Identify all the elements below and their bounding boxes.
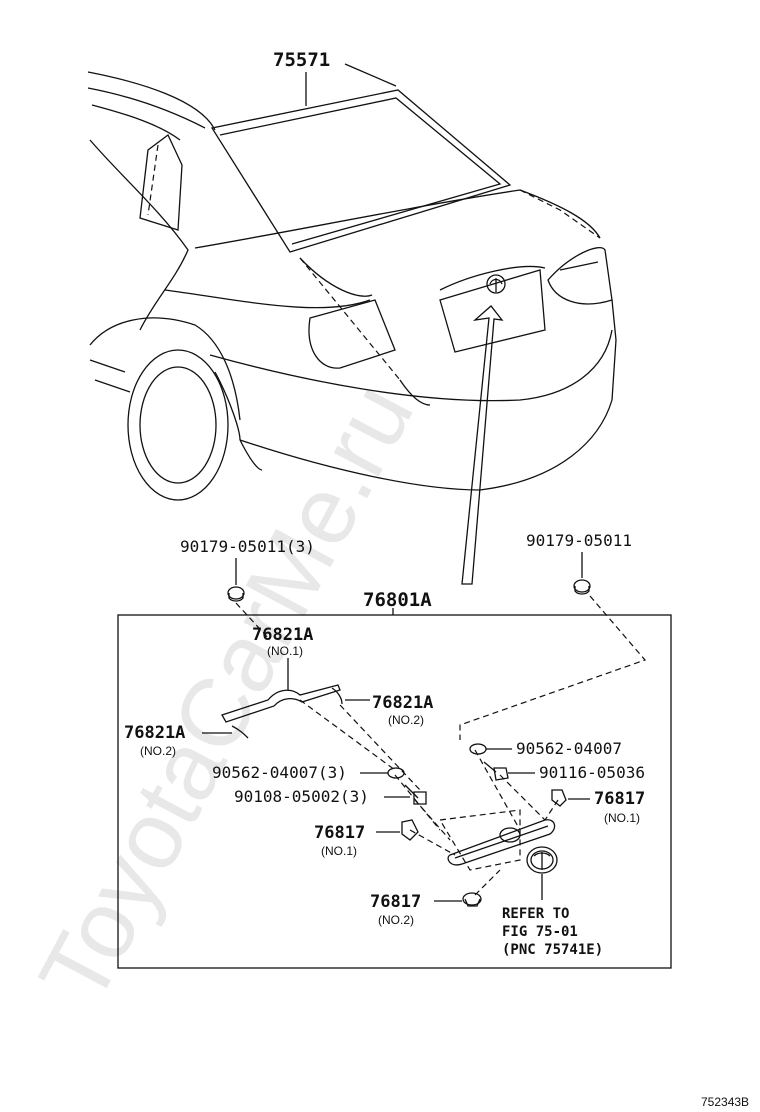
seal-76821A-no2-left-icon[interactable] bbox=[231, 725, 249, 739]
label-76817-right: 76817 bbox=[594, 789, 645, 809]
label-76817-bottom: 76817 bbox=[370, 892, 421, 912]
label-76821A-left-sub: (NO.2) bbox=[140, 744, 176, 758]
clip-76817-no1-left-icon[interactable] bbox=[401, 819, 419, 841]
nut-90562-right-icon[interactable] bbox=[469, 743, 487, 755]
label-90562-04007-left: 90562-04007(3) bbox=[212, 763, 347, 782]
label-75571: 75571 bbox=[273, 49, 330, 71]
label-76817-left-sub: (NO.1) bbox=[321, 844, 357, 858]
seal-76821A-no2-right-icon[interactable] bbox=[331, 687, 343, 705]
figure-code: 752343B bbox=[701, 1095, 749, 1109]
label-76821A-right: 76821A bbox=[372, 693, 433, 713]
clip-90179-left-icon[interactable] bbox=[227, 586, 245, 602]
refer-line-2: FIG 75-01 bbox=[502, 924, 578, 940]
label-90108-05002: 90108-05002(3) bbox=[234, 787, 369, 806]
label-76817-right-sub: (NO.1) bbox=[604, 811, 640, 825]
clip-90179-right-icon[interactable] bbox=[573, 579, 591, 595]
label-76821A-left: 76821A bbox=[124, 723, 185, 743]
assembly-box-76801A bbox=[117, 614, 672, 969]
label-76821A-no1: 76821A bbox=[252, 625, 313, 645]
label-76801A: 76801A bbox=[363, 589, 432, 611]
label-90179-05011-right: 90179-05011 bbox=[526, 531, 632, 550]
label-90116-05036: 90116-05036 bbox=[539, 763, 645, 782]
label-90179-05011-left: 90179-05011(3) bbox=[180, 537, 315, 556]
refer-line-1: REFER TO bbox=[502, 906, 569, 922]
toyota-emblem-icon[interactable] bbox=[526, 846, 558, 874]
nut-90562-left-icon[interactable] bbox=[387, 767, 405, 779]
car-rear-illustration bbox=[87, 71, 617, 585]
label-90562-04007-right: 90562-04007 bbox=[516, 739, 622, 758]
label-76821A-right-sub: (NO.2) bbox=[388, 713, 424, 727]
clip-76817-no2-icon[interactable] bbox=[462, 892, 482, 907]
clip-76817-no1-right-icon[interactable] bbox=[551, 789, 567, 807]
bolt-90116-icon[interactable] bbox=[483, 761, 509, 781]
label-76821A-no1-sub: (NO.1) bbox=[267, 644, 303, 658]
label-76817-left: 76817 bbox=[314, 823, 365, 843]
stud-90108-icon[interactable] bbox=[404, 784, 427, 805]
refer-line-3: (PNC 75741E) bbox=[502, 942, 603, 958]
label-76817-bottom-sub: (NO.2) bbox=[378, 913, 414, 927]
license-garnish-icon[interactable] bbox=[447, 819, 556, 866]
seal-76821A-no1-icon[interactable] bbox=[221, 684, 341, 723]
